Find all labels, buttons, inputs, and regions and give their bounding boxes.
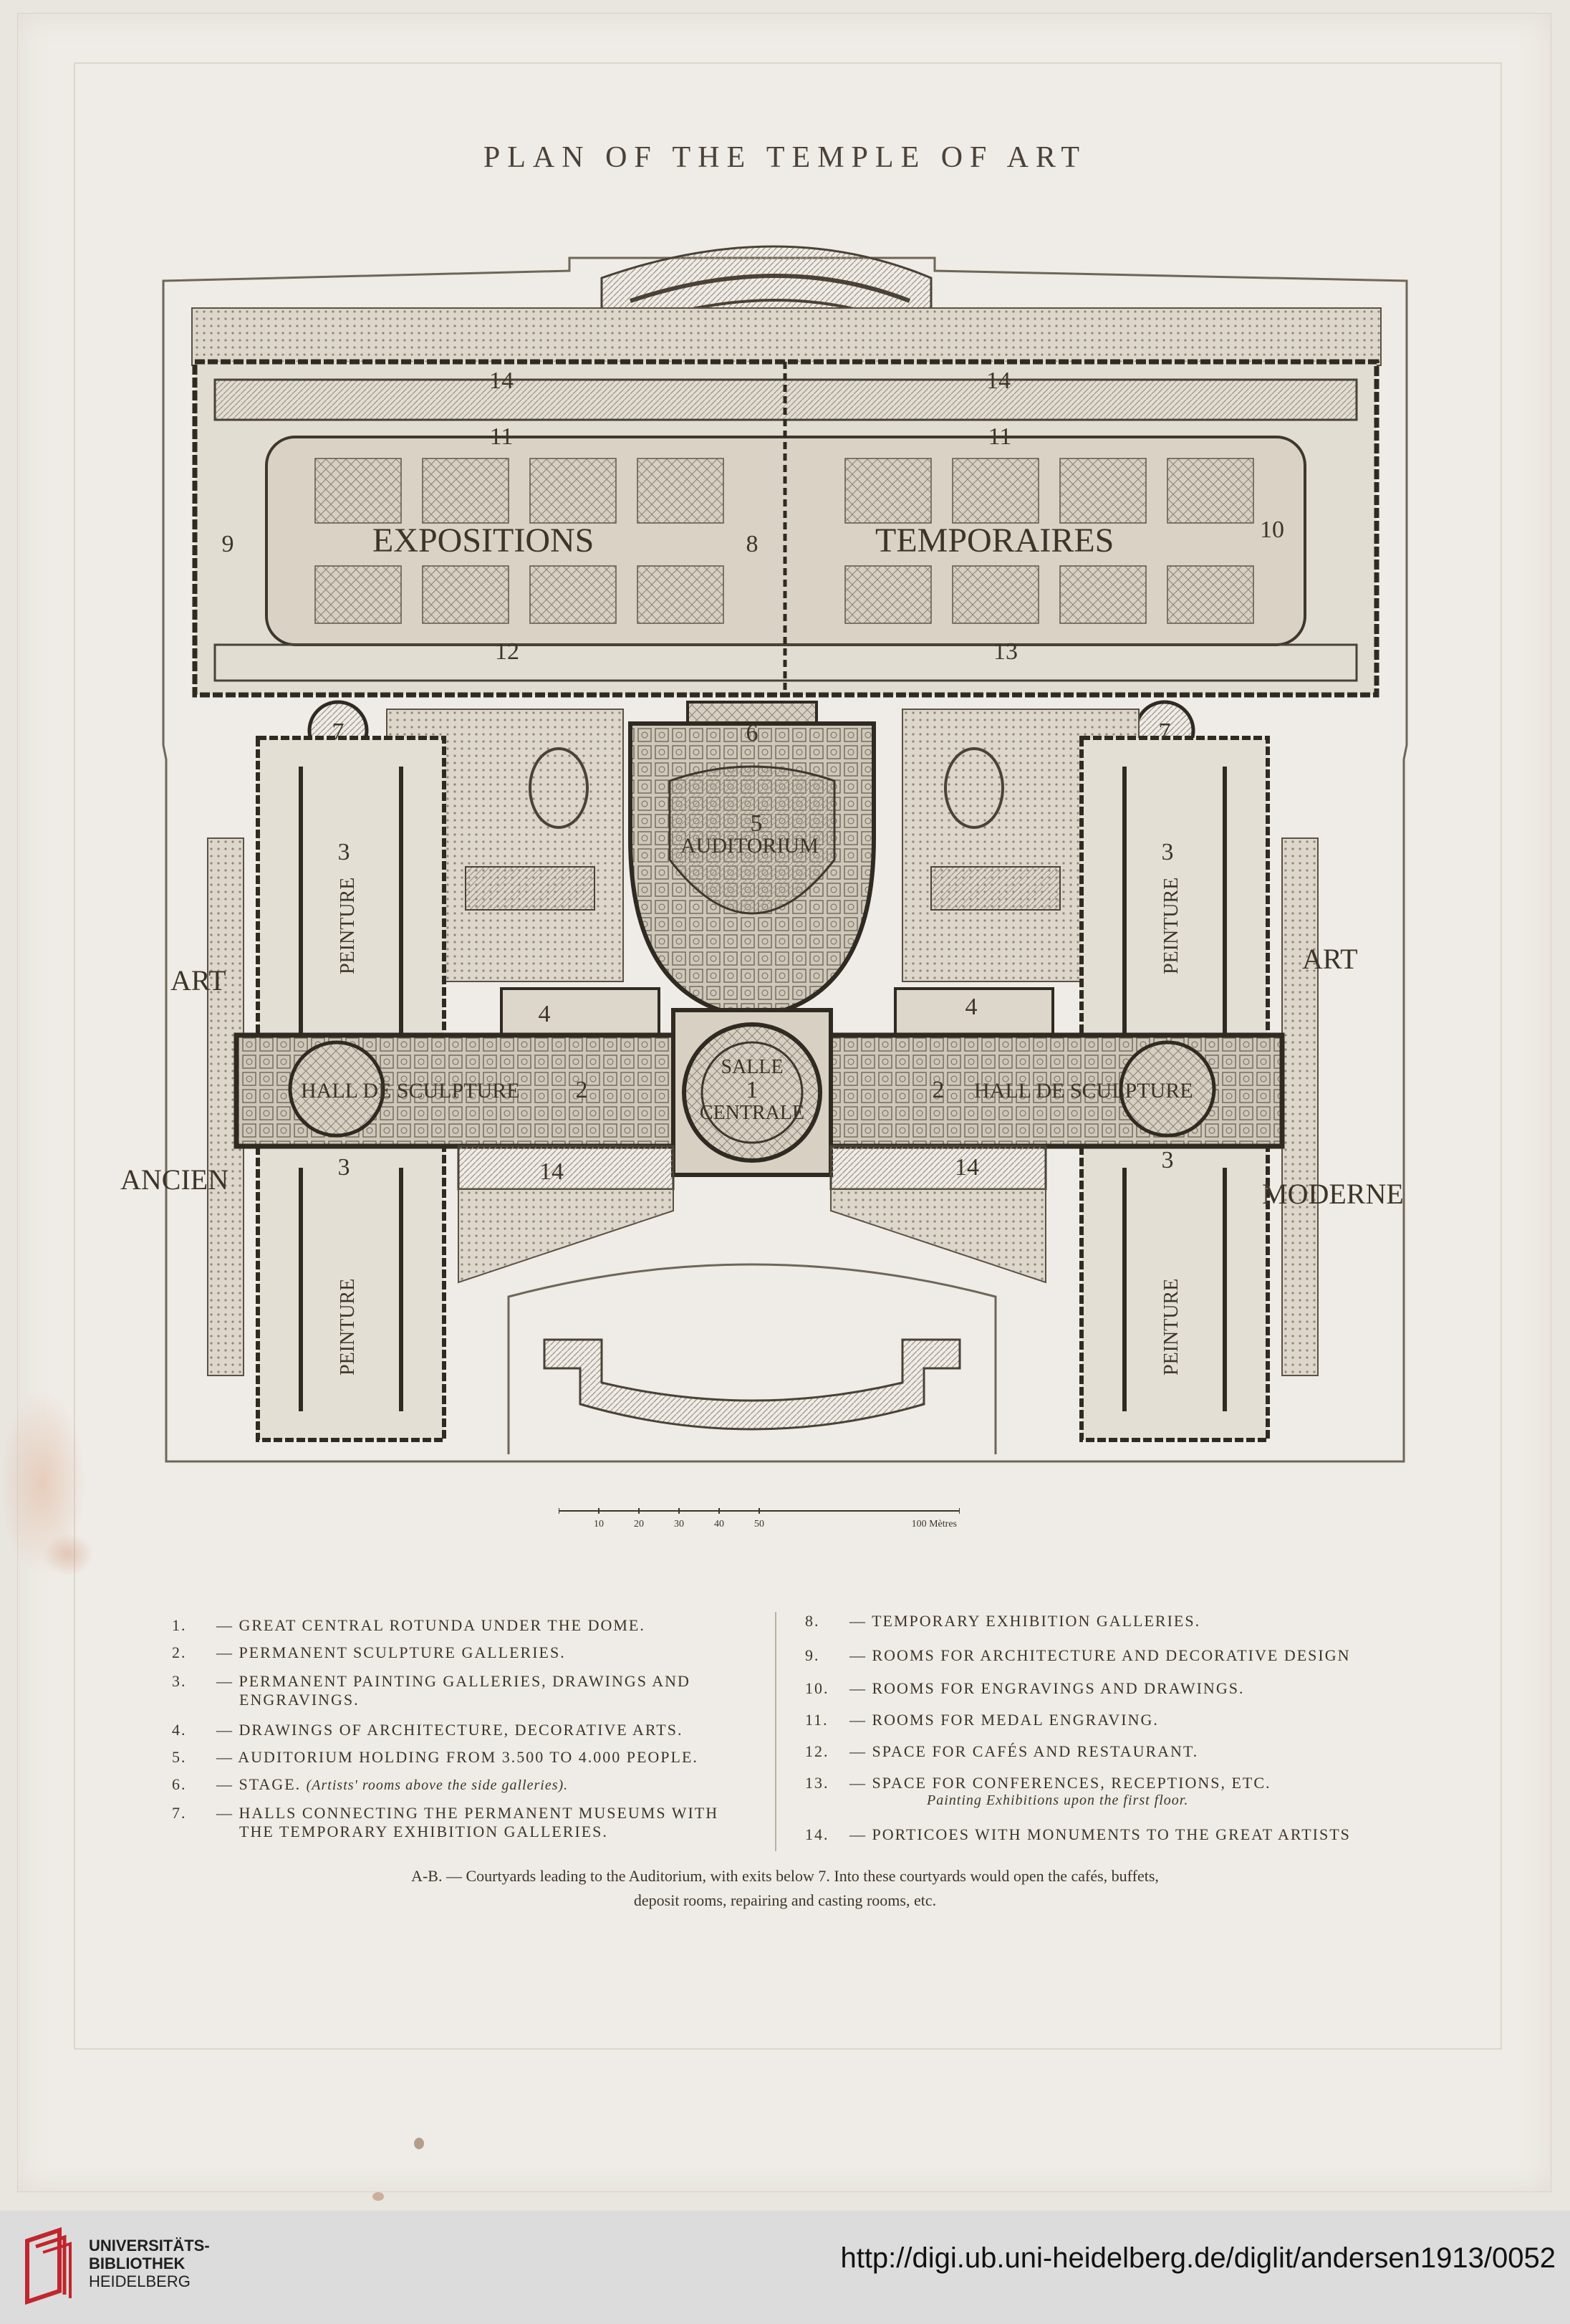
label-temporaires: TEMPORAIRES xyxy=(875,522,1114,560)
legend-divider xyxy=(775,1612,776,1851)
label-peinture-ll: PEINTURE xyxy=(337,1279,359,1375)
room-number: 14 xyxy=(986,368,1011,394)
room-number: 13 xyxy=(993,638,1018,665)
legend-item: 4.— DRAWINGS OF ARCHITECTURE, DECORATIVE… xyxy=(172,1721,683,1739)
legend-item: 6.— STAGE. (Artists' rooms above the sid… xyxy=(172,1775,569,1793)
room-number: 2 xyxy=(933,1077,945,1103)
painting-gallery-lower-right xyxy=(1079,1144,1270,1442)
label-auditorium: AUDITORIUM xyxy=(680,834,819,858)
label-moderne: MODERNE xyxy=(1262,1178,1404,1210)
scale-tick: 50 xyxy=(754,1519,764,1530)
portico-14-lower-left xyxy=(457,1145,675,1191)
room-number: 12 xyxy=(495,638,519,665)
room-number: 4 xyxy=(965,994,978,1020)
foxing-spot xyxy=(414,2138,424,2149)
label-art-right: ART xyxy=(1302,943,1358,975)
room-number: 3 xyxy=(1162,1147,1174,1173)
exhibition-ornaments xyxy=(314,458,1254,624)
label-expositions: EXPOSITIONS xyxy=(372,522,594,560)
side-garden-left xyxy=(207,837,244,1376)
room-number: 11 xyxy=(490,423,514,450)
legend-item: 9.— ROOMS FOR ARCHITECTURE AND DECORATIV… xyxy=(805,1646,1351,1664)
legend-item: 7.— HALLS CONNECTING THE PERMANENT MUSEU… xyxy=(172,1804,719,1840)
scale-tick: 30 xyxy=(674,1519,684,1530)
floor-plan: ART ANCIEN ART MODERNE EXPOSITIONS TEMPO… xyxy=(120,245,1408,1463)
top-garden xyxy=(191,307,1382,366)
legend-item: 12.— SPACE FOR CAFÉS AND RESTAURANT. xyxy=(805,1742,1199,1760)
room-number: 11 xyxy=(988,423,1012,450)
room-number: 8 xyxy=(746,531,758,557)
label-ancien: ANCIEN xyxy=(120,1163,228,1196)
room-number: 3 xyxy=(338,1154,350,1181)
footer-bar: UNIVERSITÄTS- BIBLIOTHEK HEIDELBERG http… xyxy=(0,2211,1570,2324)
scale-bar: 10 20 30 40 50 100 Mètres xyxy=(559,1508,960,1530)
footnote: A-B. — Courtyards leading to the Auditor… xyxy=(172,1864,1398,1913)
side-garden-right xyxy=(1281,837,1319,1376)
legend-right: 8.— TEMPORARY EXHIBITION GALLERIES. 9.— … xyxy=(805,1612,1450,1855)
room-number: 7 xyxy=(1159,719,1171,745)
room-number: 10 xyxy=(1260,517,1284,543)
room-number: 7 xyxy=(332,719,345,745)
room-number: 1 xyxy=(746,1077,758,1103)
footnote-line: A-B. — Courtyards leading to the Auditor… xyxy=(411,1867,1159,1885)
room-number: 14 xyxy=(955,1154,979,1181)
painting-gallery-lower-left xyxy=(256,1144,446,1442)
central-rotunda xyxy=(682,1022,822,1163)
painting-gallery-upper-right xyxy=(1079,736,1270,1062)
foxing-spot xyxy=(372,2192,384,2201)
room-number: 14 xyxy=(489,368,514,394)
library-name: UNIVERSITÄTS- BIBLIOTHEK HEIDELBERG xyxy=(89,2237,210,2290)
page-title: PLAN OF THE TEMPLE OF ART xyxy=(483,141,1087,174)
scale-tick: 40 xyxy=(714,1519,724,1530)
room-4-left xyxy=(500,987,660,1040)
foxing-stain xyxy=(43,1533,93,1576)
legend-item: 8.— TEMPORARY EXHIBITION GALLERIES. xyxy=(805,1612,1201,1630)
lower-court xyxy=(507,1263,997,1454)
legend-item: 2.— PERMANENT SCULPTURE GALLERIES. xyxy=(172,1643,566,1661)
footnote-line: deposit rooms, repairing and casting roo… xyxy=(633,1891,937,1909)
room-number: 4 xyxy=(539,1001,551,1027)
scale-tick: 10 xyxy=(594,1519,604,1530)
legend-left: 1.— GREAT CENTRAL ROTUNDA UNDER THE DOME… xyxy=(172,1616,745,1853)
legend-item: 3.— PERMANENT PAINTING GALLERIES, DRAWIN… xyxy=(172,1672,690,1709)
label-hall-left: HALL DE SCULPTURE xyxy=(301,1079,520,1103)
label-peinture-lr: PEINTURE xyxy=(1160,1279,1183,1375)
legend-item: 1.— GREAT CENTRAL ROTUNDA UNDER THE DOME… xyxy=(172,1616,645,1634)
label-centrale: CENTRALE xyxy=(700,1102,804,1124)
label-peinture-ur: PEINTURE xyxy=(1160,878,1183,974)
room-number: 3 xyxy=(1162,839,1174,865)
room-number: 14 xyxy=(539,1158,564,1185)
legend-item: 5.— AUDITORIUM HOLDING FROM 3.500 TO 4.0… xyxy=(172,1748,698,1766)
scale-end-label: 100 Mètres xyxy=(912,1519,957,1530)
room-number: 3 xyxy=(338,839,350,865)
legend-item: 14.— PORTICOES WITH MONUMENTS TO THE GRE… xyxy=(805,1825,1351,1843)
label-salle: SALLE xyxy=(721,1056,783,1078)
room-number: 9 xyxy=(222,531,234,557)
source-url-link[interactable]: http://digi.ub.uni-heidelberg.de/diglit/… xyxy=(840,2242,1556,2274)
plate-mark xyxy=(74,62,1502,2050)
lower-exedra xyxy=(543,1338,961,1431)
scale-tick: 20 xyxy=(634,1519,644,1530)
room-number: 6 xyxy=(746,720,758,746)
room-number: 5 xyxy=(751,810,763,837)
legend-item: 10.— ROOMS FOR ENGRAVINGS AND DRAWINGS. xyxy=(805,1679,1245,1697)
label-art-left: ART xyxy=(170,964,226,997)
label-peinture-ul: PEINTURE xyxy=(337,878,359,974)
site-outline xyxy=(162,256,1408,1463)
legend-item: 11.— ROOMS FOR MEDAL ENGRAVING. xyxy=(805,1711,1159,1729)
portico-14-lower-right xyxy=(829,1145,1047,1191)
foxing-stain xyxy=(0,1390,86,1576)
library-logo-icon xyxy=(25,2227,72,2305)
room-number: 2 xyxy=(576,1077,588,1103)
legend-item: 13.— SPACE FOR CONFERENCES, RECEPTIONS, … xyxy=(805,1774,1271,1808)
label-hall-right: HALL DE SCULPTURE xyxy=(974,1079,1193,1103)
